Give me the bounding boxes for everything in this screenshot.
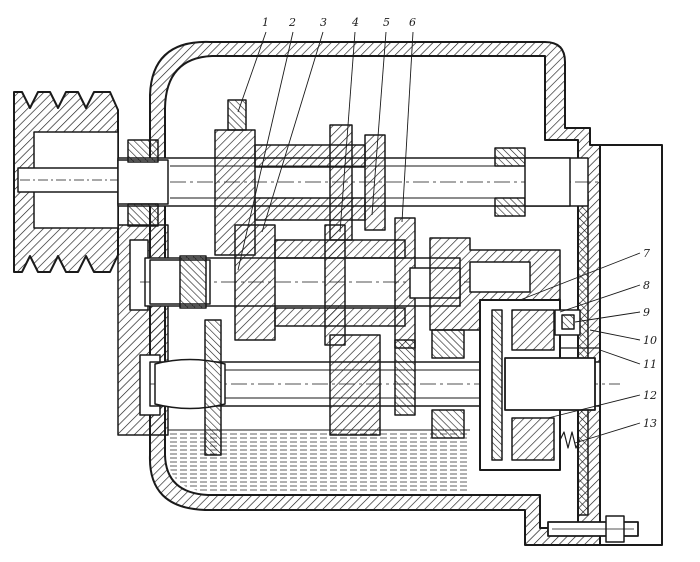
callout-4: 4 xyxy=(351,16,359,29)
callout-3: 3 xyxy=(320,16,327,29)
friction-discs-lower xyxy=(511,417,555,461)
callout-11: 11 xyxy=(643,358,657,371)
callout-7: 7 xyxy=(643,247,650,260)
input-shaft-left-bearing xyxy=(127,139,159,163)
cover-gasket xyxy=(577,194,589,516)
callout-1: 1 xyxy=(262,16,269,29)
end-cover xyxy=(599,144,663,546)
callout-10: 10 xyxy=(643,334,657,347)
callout-leaders xyxy=(237,31,641,444)
callout-8: 8 xyxy=(643,279,650,292)
intermediate-gear-block xyxy=(234,224,276,341)
clutch-spring xyxy=(559,431,581,449)
output-gear xyxy=(329,334,381,436)
callout-12: 12 xyxy=(643,389,657,402)
callout-2: 2 xyxy=(288,16,296,29)
friction-discs-upper xyxy=(511,309,555,351)
callout-6: 6 xyxy=(409,16,416,29)
callout-13: 13 xyxy=(643,417,657,430)
callout-9: 9 xyxy=(643,306,650,319)
oil-bath xyxy=(168,430,470,492)
input-shaft-right-bearing xyxy=(494,147,526,167)
callout-5: 5 xyxy=(383,16,390,29)
